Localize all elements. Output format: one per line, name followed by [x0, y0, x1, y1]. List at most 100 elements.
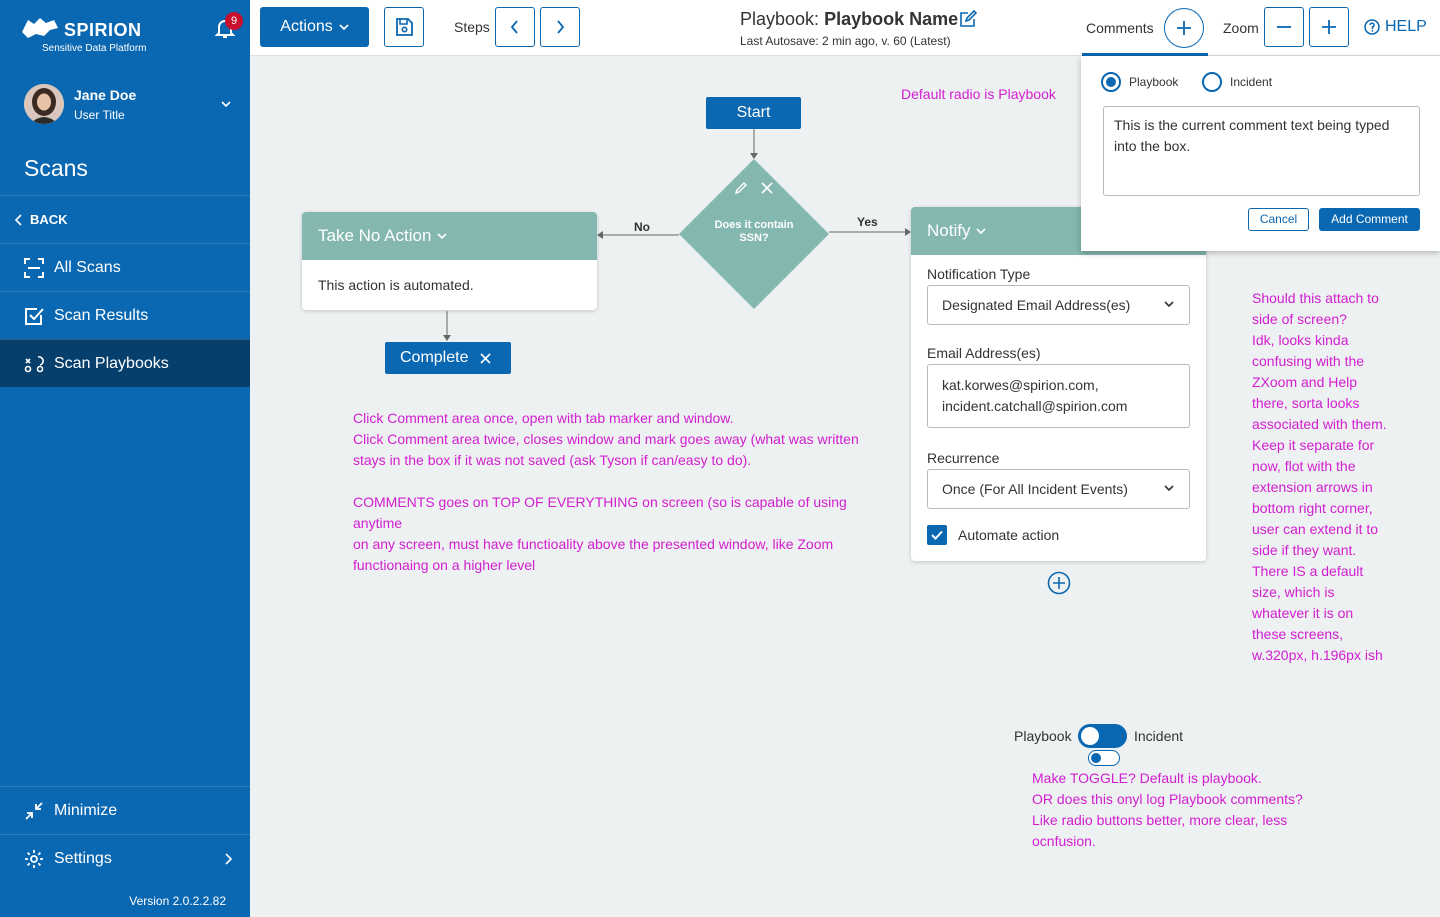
settings-label: Settings [54, 849, 112, 867]
recurrence-value: Once (For All Incident Events) [942, 481, 1128, 497]
decision-node[interactable]: Does it contain SSN? [679, 159, 829, 309]
autosave-status: Last Autosave: 2 min ago, v. 60 (Latest) [740, 34, 951, 48]
help-icon [1364, 19, 1380, 35]
help-label: HELP [1385, 18, 1427, 35]
sidebar: SPIRION Sensitive Data Platform 9 Jane D… [0, 0, 250, 917]
no-label: No [634, 220, 650, 234]
annotation-line: There IS a default [1252, 563, 1364, 579]
minimize-button[interactable]: Minimize [0, 786, 250, 834]
annotation-default-radio: Default radio is Playbook [901, 86, 1056, 102]
user-name: Jane Doe [74, 87, 137, 103]
annotation-line: bottom right corner, [1252, 500, 1373, 516]
add-step-button[interactable] [1047, 571, 1071, 595]
annotation-line: side of screen? [1252, 311, 1347, 327]
toggle-knob [1091, 753, 1101, 763]
complete-node[interactable]: Complete [385, 342, 511, 374]
close-icon[interactable] [480, 352, 492, 364]
sidebar-item-scan-results[interactable]: Scan Results [0, 291, 250, 339]
notification-type-select[interactable]: Designated Email Address(es) [927, 285, 1190, 325]
zoom-out-button[interactable] [1264, 7, 1304, 47]
chevron-right-icon [225, 853, 233, 865]
radio-incident[interactable] [1202, 72, 1222, 92]
annotation-line: functionaing on a higher level [353, 557, 536, 573]
sidebar-item-scan-playbooks[interactable]: Scan Playbooks [0, 339, 250, 387]
annotation-line: user can extend it to [1252, 521, 1379, 537]
annotation-line: Make TOGGLE? Default is playbook. [1032, 770, 1262, 786]
page-title: Playbook: Playbook Name [740, 9, 958, 30]
playbook-prefix: Playbook: [740, 9, 825, 29]
radio-playbook[interactable] [1101, 72, 1121, 92]
back-button[interactable]: BACK [0, 195, 250, 243]
take-no-action-node[interactable]: Take No Action This action is automated. [302, 212, 597, 310]
check-icon [931, 530, 943, 540]
cancel-button[interactable]: Cancel [1248, 208, 1309, 231]
zoom-in-button[interactable] [1309, 7, 1349, 47]
plus-icon [1177, 21, 1191, 35]
comments-tab[interactable]: Comments [1086, 20, 1154, 36]
playbook-icon [24, 355, 44, 372]
section-title: Scans [24, 155, 88, 181]
step-forward-button[interactable] [540, 7, 580, 47]
start-node[interactable]: Start [706, 97, 801, 129]
annotation-line: Click Comment area twice, closes window … [353, 431, 859, 447]
checkbox-icon [25, 307, 44, 325]
avatar [24, 84, 64, 124]
chevron-left-icon [510, 20, 518, 34]
user-menu[interactable]: Jane Doe User Title [24, 84, 234, 124]
annotation-line: whatever it is on [1252, 605, 1354, 621]
chevron-down-icon [1164, 301, 1174, 308]
help-link[interactable]: HELP [1364, 18, 1427, 36]
zoom-label: Zoom [1223, 20, 1259, 36]
notification-badge: 9 [225, 12, 243, 30]
annotation-line: these screens, [1252, 626, 1344, 642]
comment-type-toggle-small[interactable] [1088, 750, 1120, 766]
sidebar-item-label: All Scans [54, 258, 121, 276]
chevron-left-icon [14, 213, 22, 226]
email-field[interactable]: kat.korwes@spirion.com, incident.catchal… [927, 364, 1190, 428]
notify-node[interactable]: Notify Notification Type Designated Emai… [911, 207, 1206, 561]
annotation-line: side if they want. [1252, 542, 1357, 558]
sidebar-item-label: Scan Playbooks [54, 354, 169, 372]
sidebar-item-all-scans[interactable]: All Scans [0, 243, 250, 291]
scan-frame-icon [24, 257, 44, 278]
node-header[interactable]: Take No Action [302, 212, 597, 260]
actions-button[interactable]: Actions [260, 7, 369, 47]
step-back-button[interactable] [495, 7, 535, 47]
pencil-icon[interactable] [734, 181, 748, 195]
chevron-down-icon [1164, 485, 1174, 492]
annotation-line: associated with them. [1252, 416, 1387, 432]
annotation-line: on any screen, must have functioality ab… [353, 536, 834, 552]
toggle-knob [1081, 727, 1099, 745]
chevron-right-icon [557, 20, 565, 34]
radio-playbook-label: Playbook [1129, 75, 1179, 89]
toggle-right-label: Incident [1134, 728, 1184, 744]
annotation-line: there, sorta looks [1252, 395, 1360, 411]
comment-type-toggle[interactable] [1078, 724, 1127, 748]
automate-checkbox[interactable] [927, 525, 947, 545]
annotation-line: now, flot with the [1252, 458, 1356, 474]
recurrence-select[interactable]: Once (For All Incident Events) [927, 469, 1190, 509]
annotation-line: extension arrows in [1252, 479, 1373, 495]
comment-textarea[interactable]: This is the current comment text being t… [1103, 106, 1420, 196]
radio-incident-label: Incident [1230, 75, 1273, 89]
back-label: BACK [30, 212, 68, 227]
annotation-line: Should this attach to [1252, 290, 1379, 306]
top-bar: Actions Steps Playbook: Playbook Name La… [250, 0, 1440, 56]
playbook-name: Playbook Name [824, 9, 959, 29]
save-button[interactable] [384, 7, 424, 47]
save-icon [396, 18, 413, 36]
annotation-line: Click Comment area once, open with tab m… [353, 410, 734, 426]
add-comment-button[interactable]: Add Comment [1319, 208, 1420, 231]
chevron-down-icon[interactable] [220, 98, 232, 110]
email-line: incident.catchall@spirion.com [942, 398, 1128, 414]
close-icon[interactable] [761, 182, 773, 194]
annotation-line: ocnfusion. [1032, 833, 1096, 849]
recurrence-label: Recurrence [927, 450, 1000, 466]
plus-icon [1322, 20, 1336, 34]
spirion-logo[interactable]: SPIRION Sensitive Data Platform [20, 12, 210, 56]
logo-subtitle: Sensitive Data Platform [42, 43, 147, 54]
settings-button[interactable]: Settings [0, 834, 250, 882]
node-body-text: This action is automated. [318, 277, 474, 293]
edit-icon[interactable] [959, 10, 977, 28]
add-comment-toggle-button[interactable] [1164, 8, 1204, 48]
